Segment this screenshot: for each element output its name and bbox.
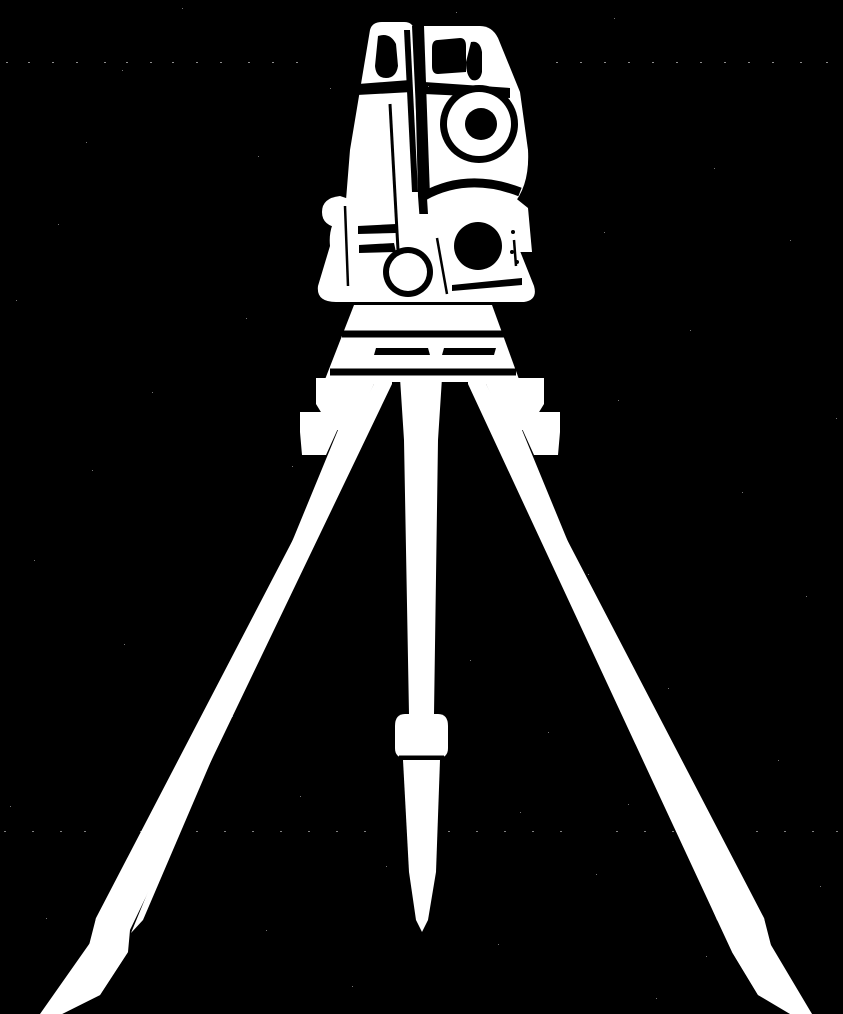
standard-left — [342, 22, 422, 250]
tribrach-body — [324, 305, 520, 382]
handle-seam-left — [357, 80, 412, 95]
standard-scribe-line — [388, 103, 400, 251]
tribrach-base — [324, 305, 520, 382]
body-speck-c — [515, 260, 519, 264]
carry-handle-left-slot-icon — [375, 35, 398, 78]
body-speck-b — [510, 250, 514, 254]
leg-right-outer-rail — [468, 384, 812, 1014]
control-slot-lower-icon — [359, 243, 396, 253]
leg-left-inner-rail — [131, 413, 360, 933]
footscrew-left — [374, 348, 430, 355]
standard-split-slot-2 — [404, 30, 418, 192]
standard-split-slot — [412, 26, 430, 196]
optical-plummet-port-icon — [454, 222, 502, 270]
footscrew-right — [442, 348, 496, 355]
leg-center-column — [400, 378, 442, 714]
trunnion-block — [428, 182, 532, 252]
carry-handle-right-slot-icon — [432, 38, 466, 74]
skirt-seam-right — [452, 278, 522, 291]
standard-scribe-line-3 — [435, 237, 449, 295]
leg-right-inner-rail — [500, 413, 729, 933]
objective-lens-pupil-icon — [465, 108, 497, 140]
leg-bracket-left-lower — [300, 412, 362, 455]
sighting-vane-slot-icon — [466, 41, 482, 81]
focus-ring-inner-icon — [389, 253, 427, 291]
control-slot-upper-icon — [358, 224, 396, 234]
leg-right-foot-spike — [732, 918, 812, 1014]
standard-scribe-line-2 — [343, 205, 350, 287]
body-speck-a — [511, 230, 515, 234]
leg-center-spike — [403, 760, 440, 932]
leg-left-foot-spike — [48, 918, 128, 1014]
center-leg-collar — [395, 714, 448, 758]
leg-bracket-right-lower — [498, 412, 560, 455]
theodolite-body — [317, 22, 535, 302]
lens-block-seam — [421, 178, 522, 200]
tripod — [40, 378, 812, 1014]
